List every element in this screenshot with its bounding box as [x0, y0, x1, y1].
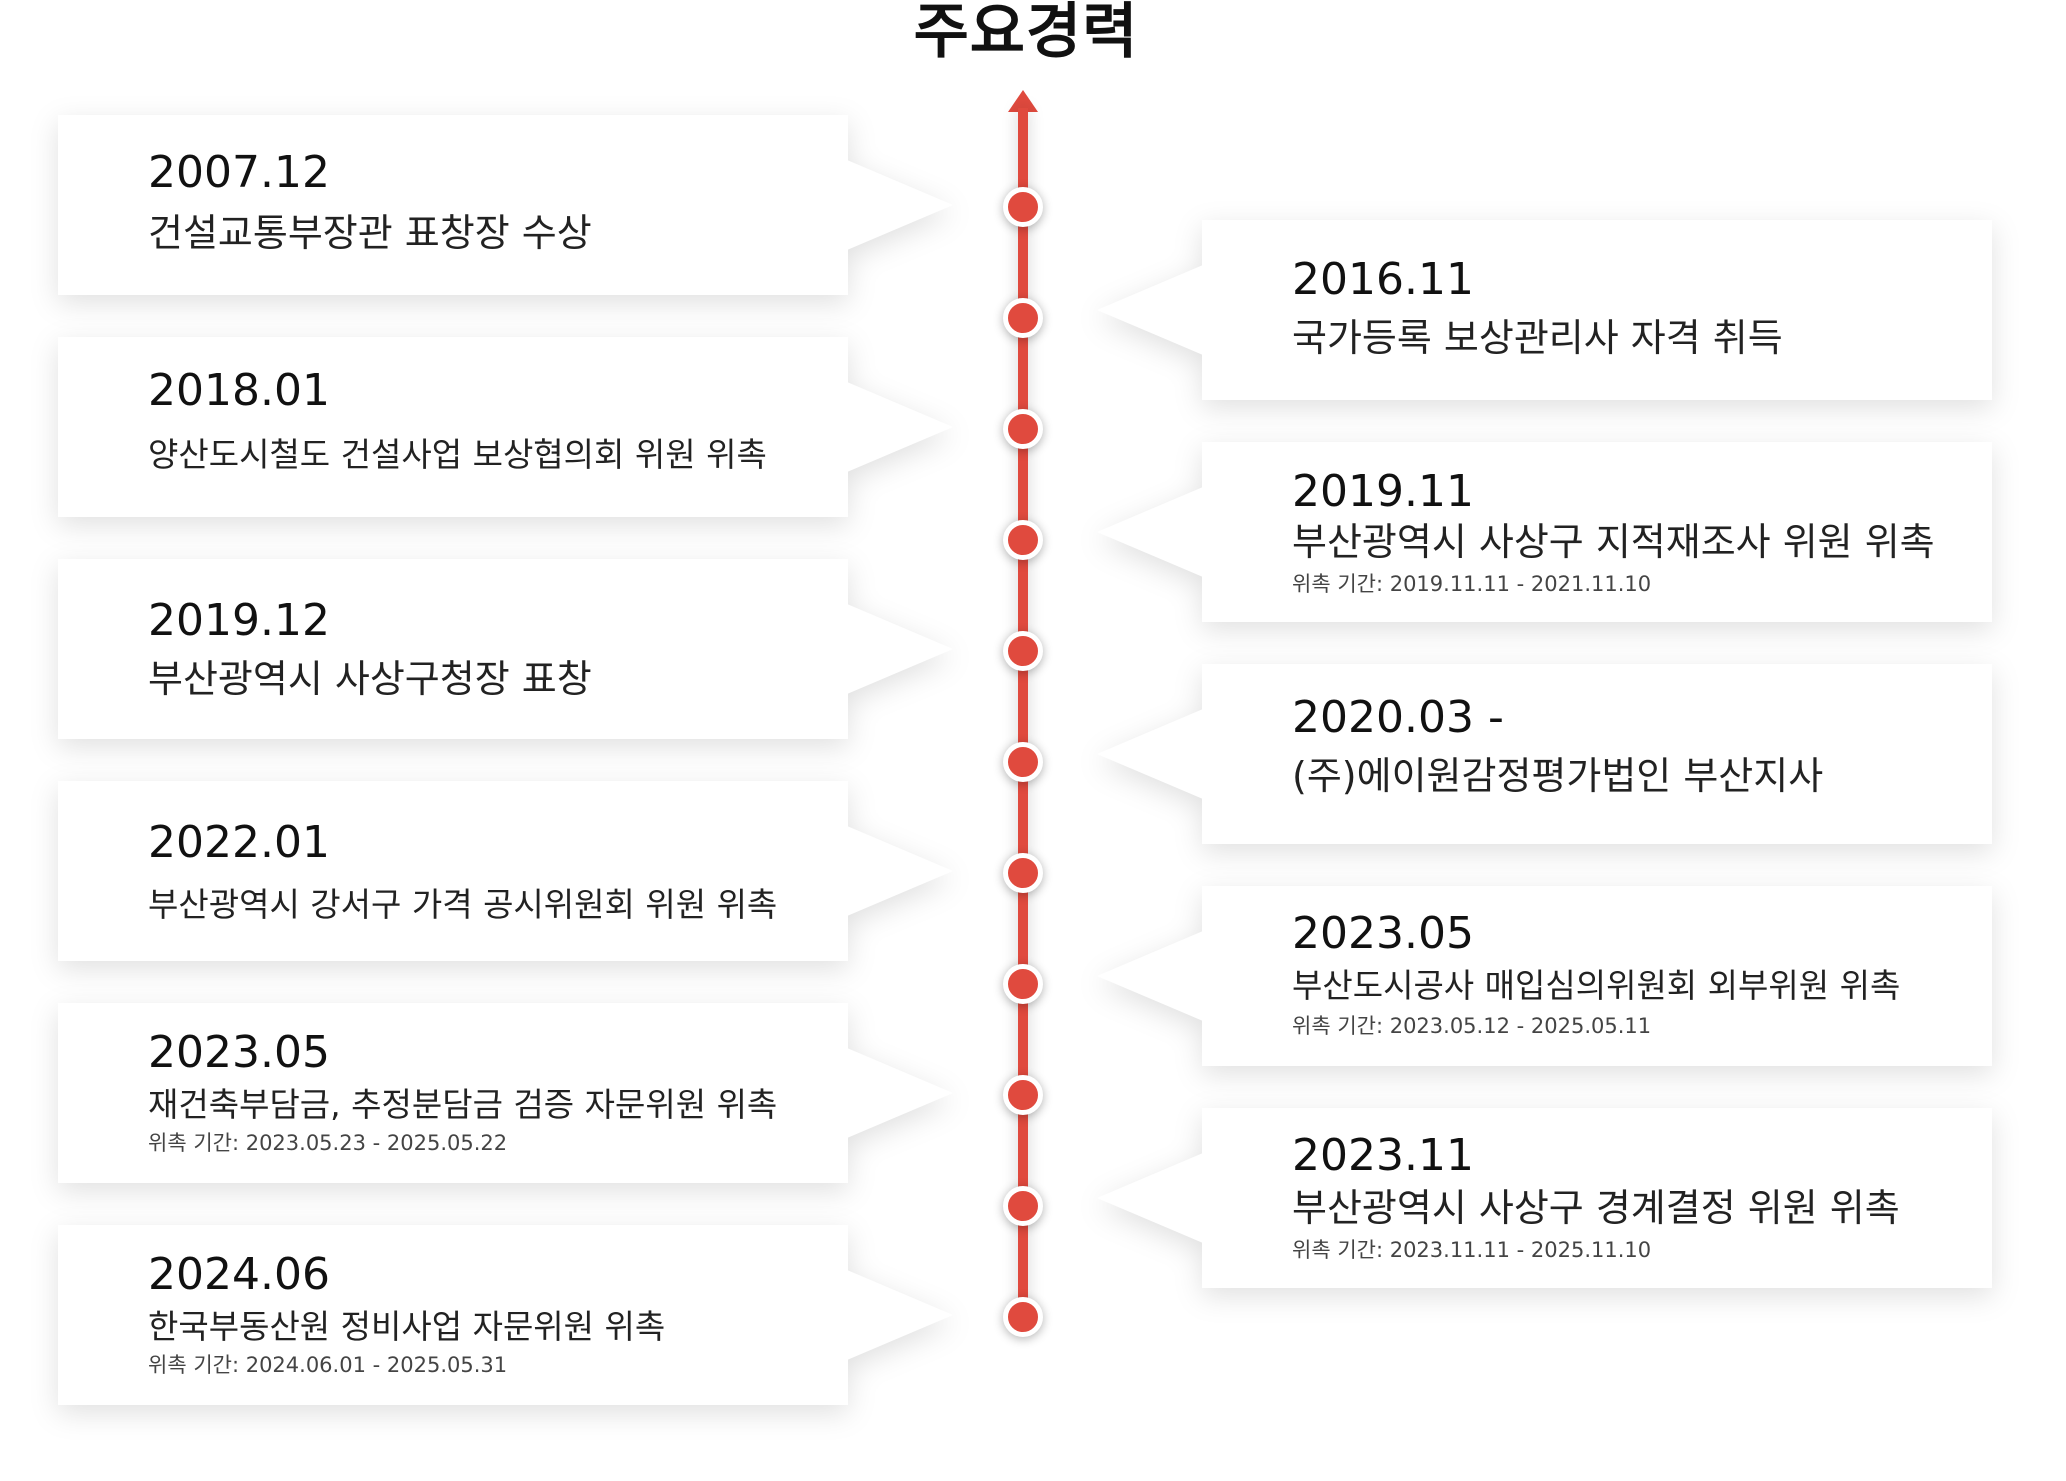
timeline-dot [1003, 1075, 1043, 1115]
timeline-card-left: 2007.12 건설교통부장관 표창장 수상 [58, 115, 953, 295]
card-date: 2016.11 [1292, 254, 1474, 305]
card-date: 2023.05 [148, 1027, 330, 1078]
timeline-dot [1003, 298, 1043, 338]
card-description: 양산도시철도 건설사업 보상협의회 위원 위촉 [148, 435, 767, 474]
card-date: 2023.11 [1292, 1130, 1474, 1181]
timeline-dot [1003, 1297, 1043, 1337]
card-pointer [847, 604, 953, 694]
card-period: 위촉 기간: 2023.05.23 - 2025.05.22 [148, 1131, 508, 1155]
timeline-axis [1018, 108, 1028, 1318]
card-date: 2023.05 [1292, 908, 1474, 959]
card-pointer [1097, 1153, 1203, 1243]
timeline-card-right: 2020.03 - (주)에이원감정평가법인 부산지사 [1097, 664, 1992, 844]
card-description: (주)에이원감정평가법인 부산지사 [1292, 754, 1824, 798]
timeline-dot [1003, 853, 1043, 893]
card-pointer [1097, 931, 1203, 1021]
timeline-card-right: 2016.11 국가등록 보상관리사 자격 취득 [1097, 220, 1992, 400]
timeline-card-right: 2023.11 부산광역시 사상구 경계결정 위원 위촉 위촉 기간: 2023… [1097, 1108, 1992, 1288]
timeline-dot [1003, 742, 1043, 782]
card-description: 건설교통부장관 표창장 수상 [148, 211, 592, 255]
timeline-dot [1003, 520, 1043, 560]
card-pointer [847, 1270, 953, 1360]
card-description: 부산광역시 사상구 경계결정 위원 위촉 [1292, 1186, 1900, 1230]
timeline-card-left: 2023.05 재건축부담금, 추정분담금 검증 자문위원 위촉 위촉 기간: … [58, 1003, 953, 1183]
card-pointer [847, 160, 953, 250]
card-description: 재건축부담금, 추정분담금 검증 자문위원 위촉 [148, 1085, 778, 1124]
card-date: 2024.06 [148, 1249, 330, 1300]
card-period: 위촉 기간: 2023.05.12 - 2025.05.11 [1292, 1014, 1652, 1038]
card-description: 한국부동산원 정비사업 자문위원 위촉 [148, 1307, 666, 1346]
card-description: 부산광역시 사상구 지적재조사 위원 위촉 [1292, 520, 1935, 564]
timeline-card-right: 2023.05 부산도시공사 매입심의위원회 외부위원 위촉 위촉 기간: 20… [1097, 886, 1992, 1066]
card-date: 2007.12 [148, 147, 330, 198]
card-pointer [847, 826, 953, 916]
card-description: 부산도시공사 매입심의위원회 외부위원 위촉 [1292, 966, 1901, 1005]
card-pointer [1097, 709, 1203, 799]
card-period: 위촉 기간: 2019.11.11 - 2021.11.10 [1292, 572, 1652, 596]
page-title: 주요경력 [913, 0, 1139, 67]
timeline-dot [1003, 409, 1043, 449]
card-period: 위촉 기간: 2024.06.01 - 2025.05.31 [148, 1353, 508, 1377]
card-date: 2020.03 - [1292, 692, 1504, 743]
card-pointer [1097, 487, 1203, 577]
timeline-card-right: 2019.11 부산광역시 사상구 지적재조사 위원 위촉 위촉 기간: 201… [1097, 442, 1992, 622]
card-description: 국가등록 보상관리사 자격 취득 [1292, 316, 1783, 360]
card-date: 2022.01 [148, 817, 330, 868]
card-description: 부산광역시 강서구 가격 공시위원회 위원 위촉 [148, 885, 778, 924]
timeline-dot [1003, 187, 1043, 227]
timeline-dot [1003, 964, 1043, 1004]
card-date: 2019.11 [1292, 466, 1474, 517]
card-period: 위촉 기간: 2023.11.11 - 2025.11.10 [1292, 1238, 1652, 1262]
timeline-card-left: 2022.01 부산광역시 강서구 가격 공시위원회 위원 위촉 [58, 781, 953, 961]
card-date: 2019.12 [148, 595, 330, 646]
card-pointer [847, 382, 953, 472]
timeline-card-left: 2019.12 부산광역시 사상구청장 표창 [58, 559, 953, 739]
card-pointer [1097, 265, 1203, 355]
timeline-dot [1003, 1186, 1043, 1226]
timeline-card-left: 2018.01 양산도시철도 건설사업 보상협의회 위원 위촉 [58, 337, 953, 517]
card-date: 2018.01 [148, 365, 330, 416]
timeline-arrow-icon [1008, 90, 1038, 112]
card-description: 부산광역시 사상구청장 표창 [148, 657, 592, 701]
timeline-card-left: 2024.06 한국부동산원 정비사업 자문위원 위촉 위촉 기간: 2024.… [58, 1225, 953, 1405]
timeline-dot [1003, 631, 1043, 671]
card-pointer [847, 1048, 953, 1138]
